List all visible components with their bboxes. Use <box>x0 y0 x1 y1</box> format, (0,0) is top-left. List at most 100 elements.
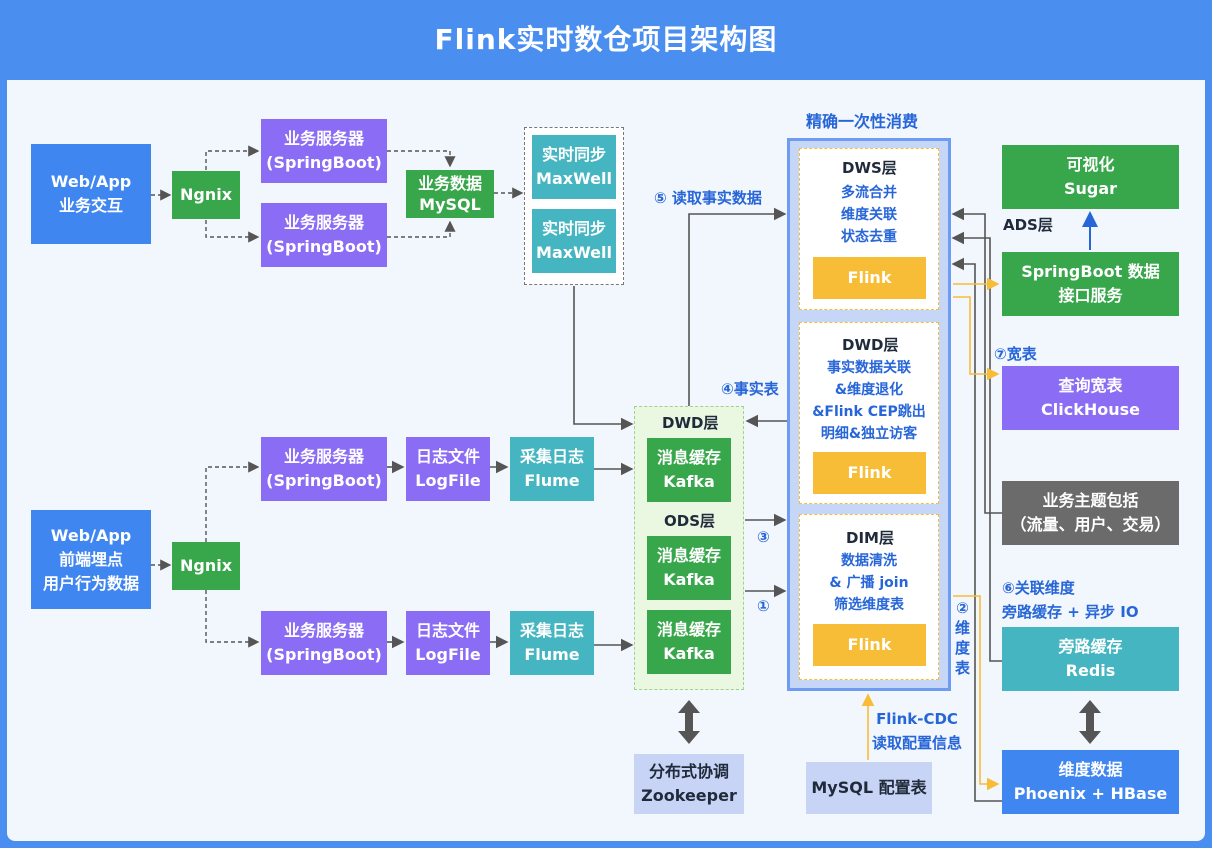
ngnix-top[interactable]: Ngnix <box>172 171 240 219</box>
business-server-2-line2: (SpringBoot) <box>266 237 382 256</box>
flume-2-line2: Flume <box>524 645 580 664</box>
business-mysql-line1: 业务数据 <box>417 174 482 193</box>
label-read-fact: ⑤ 读取事实数据 <box>654 189 762 207</box>
business-server-4[interactable]: 业务服务器 (SpringBoot) <box>261 611 387 675</box>
business-server-4-line2: (SpringBoot) <box>266 645 382 664</box>
redis-line1: 旁路缓存 <box>1058 637 1123 656</box>
dim-title: DIM层 <box>846 529 894 547</box>
maxwell-sync-2[interactable]: 实时同步 MaxWell <box>532 209 616 273</box>
kafka-dwd-line1: 消息缓存 <box>656 448 721 467</box>
edge-ngnix-server4 <box>205 590 260 648</box>
logfile-1[interactable]: 日志文件 LogFile <box>406 437 490 501</box>
ngnix-top-label: Ngnix <box>179 185 233 204</box>
dwd-description: 事实数据关联 &维度退化 &Flink CEP跳出 明细&独立访客 <box>799 357 939 445</box>
label-flink-cdc-1: Flink-CDC <box>876 710 958 728</box>
dws-description: 多流合并 维度关联 状态去重 <box>799 182 939 248</box>
redis-cache[interactable]: 旁路缓存 Redis <box>1002 627 1179 691</box>
label-wide-table: ⑦宽表 <box>994 345 1037 363</box>
web-app-interaction-line1: Web/App <box>50 172 132 191</box>
logfile-1-line2: LogFile <box>415 471 481 490</box>
dwd-line3: &Flink CEP跳出 <box>812 404 926 420</box>
label-step3: ③ <box>757 528 770 546</box>
dws-flink[interactable]: Flink <box>813 257 926 299</box>
label-join-dim: ⑥关联维度 旁路缓存 + 异步 IO <box>1002 576 1139 624</box>
maxwell-sync-2-line2: MaxWell <box>536 243 612 262</box>
web-app-interaction[interactable]: Web/App 业务交互 <box>31 144 151 244</box>
dim-line2: & 广播 join <box>829 575 909 591</box>
edge-server2-mysql <box>387 220 456 238</box>
label-dim-table: ② 维 度 表 <box>955 598 970 678</box>
springboot-api-line1: SpringBoot 数据 <box>1021 262 1160 281</box>
kafka-ods-1-line1: 消息缓存 <box>656 546 721 565</box>
edge-ngnix-server2 <box>205 213 260 243</box>
maxwell-sync-1-line2: MaxWell <box>536 169 612 188</box>
edge-ngnix-server3 <box>205 461 260 542</box>
dim-line3: 筛选维度表 <box>834 597 904 613</box>
business-server-1-line2: (SpringBoot) <box>266 153 382 172</box>
dim-description: 数据清洗 & 广播 join 筛选维度表 <box>799 550 939 616</box>
edge-dim-hbase <box>953 595 1000 791</box>
double-arrow-zookeeper <box>678 700 700 744</box>
edge-topic-dws1 <box>951 207 1002 514</box>
hbase-line1: 维度数据 <box>1058 760 1123 779</box>
dim-flink[interactable]: Flink <box>813 624 926 666</box>
label-dim-table-1: ② <box>956 599 969 617</box>
precise-consumption-label: 精确一次性消费 <box>806 112 919 131</box>
web-app-tracking[interactable]: Web/App 前端埋点 用户行为数据 <box>31 510 151 609</box>
clickhouse-line1: 查询宽表 <box>1058 376 1123 395</box>
springboot-api-line2: 接口服务 <box>1058 286 1123 305</box>
ads-layer-label: ADS层 <box>1003 216 1053 234</box>
kafka-ods-2[interactable]: 消息缓存 Kafka <box>647 610 731 674</box>
sugar-line1: 可视化 <box>1066 155 1115 174</box>
edge-maxwell-kafka <box>573 286 634 431</box>
business-topics-line2: （流量、用户、交易） <box>1010 515 1171 534</box>
maxwell-sync-1[interactable]: 实时同步 MaxWell <box>532 135 616 199</box>
flume-1-line2: Flume <box>524 471 580 490</box>
label-fact-table: ④事实表 <box>721 380 779 398</box>
dws-line3: 状态去重 <box>841 229 897 245</box>
double-arrow-redis <box>1079 700 1101 744</box>
zookeeper[interactable]: 分布式协调 Zookeeper <box>634 754 744 814</box>
flume-2[interactable]: 采集日志 Flume <box>510 611 594 675</box>
clickhouse-line2: ClickHouse <box>1041 400 1140 419</box>
business-server-3[interactable]: 业务服务器 (SpringBoot) <box>261 437 387 501</box>
maxwell-sync-1-line1: 实时同步 <box>541 145 606 164</box>
hbase-dimension-data[interactable]: 维度数据 Phoenix + HBase <box>1002 750 1179 814</box>
business-topics[interactable]: 业务主题包括 （流量、用户、交易） <box>1002 481 1179 545</box>
web-app-tracking-line2: 前端埋点 <box>58 549 123 569</box>
business-server-2-line1: 业务服务器 <box>283 213 364 232</box>
business-server-4-line1: 业务服务器 <box>283 621 364 640</box>
dim-flink-label: Flink <box>847 635 892 654</box>
business-topics-line1: 业务主题包括 <box>1042 491 1139 510</box>
zookeeper-line2: Zookeeper <box>641 786 737 805</box>
dwd-line1: 事实数据关联 <box>827 360 911 376</box>
business-server-2[interactable]: 业务服务器 (SpringBoot) <box>261 203 387 267</box>
visualization-sugar[interactable]: 可视化 Sugar <box>1002 145 1179 209</box>
ngnix-bottom[interactable]: Ngnix <box>172 542 240 590</box>
dwd-line2: &维度退化 <box>834 382 904 398</box>
dwd-flink[interactable]: Flink <box>813 452 926 494</box>
mysql-config-label: MySQL 配置表 <box>811 778 927 797</box>
logfile-1-line1: 日志文件 <box>415 447 480 466</box>
flume-2-line1: 采集日志 <box>519 621 584 640</box>
logfile-2[interactable]: 日志文件 LogFile <box>406 611 490 675</box>
dws-line1: 多流合并 <box>841 185 897 201</box>
kafka-ods-2-line1: 消息缓存 <box>656 620 721 639</box>
kafka-ods-1[interactable]: 消息缓存 Kafka <box>647 536 731 600</box>
flume-1[interactable]: 采集日志 Flume <box>510 437 594 501</box>
edge-server1-mysql <box>387 150 456 168</box>
dws-line2: 维度关联 <box>841 207 897 223</box>
ngnix-bottom-label: Ngnix <box>179 556 233 575</box>
web-app-tracking-line1: Web/App <box>50 525 132 545</box>
business-server-1[interactable]: 业务服务器 (SpringBoot) <box>261 119 387 183</box>
business-mysql[interactable]: 业务数据 MySQL <box>406 170 494 218</box>
label-step1: ① <box>757 597 770 615</box>
kafka-dwd[interactable]: 消息缓存 Kafka <box>647 438 731 502</box>
mysql-config-table[interactable]: MySQL 配置表 <box>806 762 932 814</box>
edge-read-fact <box>688 207 787 406</box>
dws-title: DWS层 <box>842 159 897 177</box>
dwd-title: DWD层 <box>842 336 899 354</box>
springboot-api-service[interactable]: SpringBoot 数据 接口服务 <box>1002 252 1179 316</box>
clickhouse-query[interactable]: 查询宽表 ClickHouse <box>1002 366 1179 430</box>
